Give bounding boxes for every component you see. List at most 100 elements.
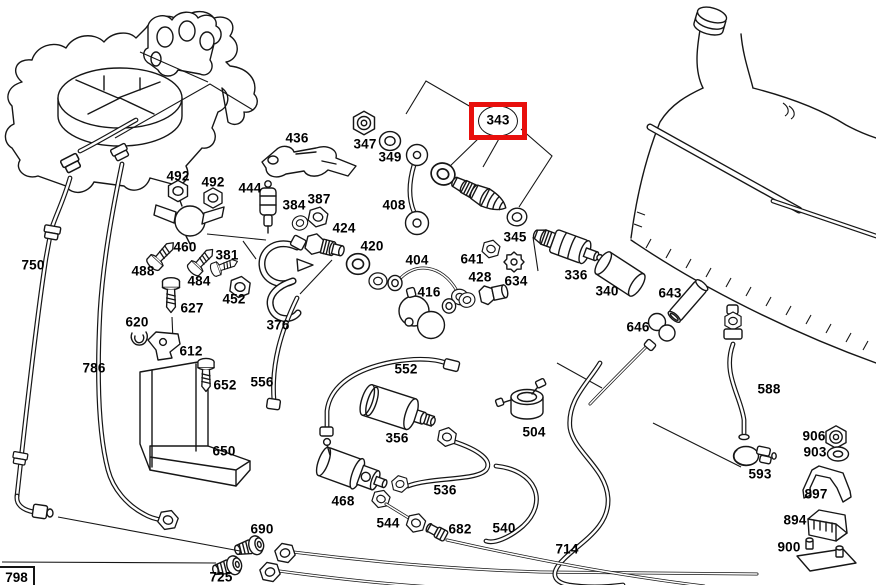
part-label-620: 620: [125, 314, 149, 330]
part-label-424: 424: [332, 220, 356, 236]
nut-492-drawing: [167, 179, 189, 203]
clamp-646-drawing: [588, 312, 676, 406]
washer-384-drawing: [289, 212, 311, 234]
plug-428-drawing: [478, 284, 509, 306]
part-label-643: 643: [658, 285, 682, 301]
part-label-376: 376: [266, 317, 290, 333]
leader-lines: [1, 80, 742, 564]
part-label-420: 420: [360, 238, 384, 254]
part-label-556: 556: [250, 374, 274, 390]
part-label-690: 690: [250, 521, 274, 537]
part-label-452: 452: [222, 291, 246, 307]
washer-349-drawing: [378, 130, 402, 152]
sensor-343-drawing: [451, 176, 507, 211]
part-label-750: 750: [21, 257, 45, 273]
part-label-492: 492: [166, 168, 190, 184]
part-label-593: 593: [748, 466, 772, 482]
bracket-897-drawing: [802, 465, 852, 503]
part-label-612: 612: [179, 343, 203, 359]
part-label-384: 384: [282, 197, 306, 213]
fuel-pump-336-drawing: [532, 229, 604, 265]
banjo-bolt-690-drawing: [231, 533, 267, 561]
washer-903-drawing: [826, 446, 850, 462]
part-label-347: 347: [353, 136, 377, 152]
part-label-627: 627: [180, 300, 204, 316]
hose-556-drawing: [265, 295, 300, 411]
nut-387-drawing: [306, 204, 330, 230]
hose-544-drawing: [369, 487, 428, 536]
part-label-336: 336: [564, 267, 588, 283]
pipe-404-ring-icon: [387, 274, 403, 292]
hose-piece-643-drawing: [667, 279, 709, 323]
grommet-420-drawing: [368, 272, 388, 290]
ring-416-drawing: [441, 298, 457, 314]
part-label-387: 387: [307, 191, 331, 207]
clamp-593-drawing: [732, 445, 777, 467]
part-label-588: 588: [757, 381, 781, 397]
part-label-404: 404: [405, 252, 429, 268]
grommet-420-drawing: [345, 252, 371, 276]
nut-641-drawing: [480, 237, 502, 261]
nut-906-drawing: [825, 425, 847, 449]
fuel-tank-drawing: [630, 6, 876, 364]
part-label-484: 484: [187, 273, 211, 289]
screw-627-drawing: [161, 277, 181, 314]
bracket-612-drawing: [147, 331, 181, 361]
connector-894-drawing: [807, 509, 848, 542]
part-label-897: 897: [804, 486, 828, 502]
hose-540-drawing: [483, 463, 539, 545]
part-label-444: 444: [238, 180, 262, 196]
fitting-682-drawing: [425, 522, 706, 585]
part-label-492: 492: [201, 174, 225, 190]
hose-552-drawing: [319, 356, 461, 437]
part-label-345: 345: [503, 229, 527, 245]
part-label-349: 349: [378, 149, 402, 165]
bracket-650-drawing: [139, 361, 251, 487]
hose-536-drawing: [390, 425, 491, 495]
nut-347-drawing: [352, 110, 376, 136]
valve-444-drawing: [259, 180, 277, 234]
part-label-646: 646: [626, 319, 650, 335]
part-label-540: 540: [492, 520, 516, 536]
part-label-641: 641: [460, 251, 484, 267]
part-label-725: 725: [209, 569, 233, 585]
part-label-428: 428: [468, 269, 492, 285]
engine-assembly-drawing: [4, 11, 258, 193]
fuel-lines-left: [11, 117, 759, 585]
part-label-488: 488: [131, 263, 155, 279]
part-label-652: 652: [213, 377, 237, 393]
lock-washer-634-drawing: [503, 251, 525, 273]
part-label-714: 714: [555, 541, 579, 557]
seal-345-drawing: [505, 205, 529, 229]
part-label-504: 504: [522, 424, 546, 440]
plate-900-drawing: [796, 537, 857, 572]
fitting-424-drawing: [304, 233, 345, 257]
part-label-381: 381: [215, 247, 239, 263]
figure-number: 798: [5, 570, 28, 585]
fuel-filter-356-drawing: [359, 383, 436, 431]
filler-cap-icon: [693, 6, 728, 36]
part-label-552: 552: [394, 361, 418, 377]
part-label-786: 786: [82, 360, 106, 376]
highlighted-part-callout[interactable]: 343: [478, 105, 518, 137]
canister-340-drawing: [594, 251, 646, 297]
damper-504-drawing: [494, 377, 547, 420]
link-408-drawing: [404, 143, 430, 236]
part-label-900: 900: [777, 539, 801, 555]
part-label-468: 468: [331, 493, 355, 509]
bracket-436-drawing: [261, 145, 357, 178]
part-label-536: 536: [433, 482, 457, 498]
part-label-906: 906: [802, 428, 826, 444]
air-cleaner-cap-icon: [57, 67, 183, 147]
grommet-620-drawing: [130, 331, 148, 346]
part-label-544: 544: [376, 515, 400, 531]
figure-number-box: 798: [0, 566, 35, 585]
hose-714-drawing: [552, 360, 626, 585]
rubber-holder-drawing: [398, 286, 446, 340]
part-label-903: 903: [803, 444, 827, 460]
part-label-408: 408: [382, 197, 406, 213]
part-label-894: 894: [783, 512, 807, 528]
